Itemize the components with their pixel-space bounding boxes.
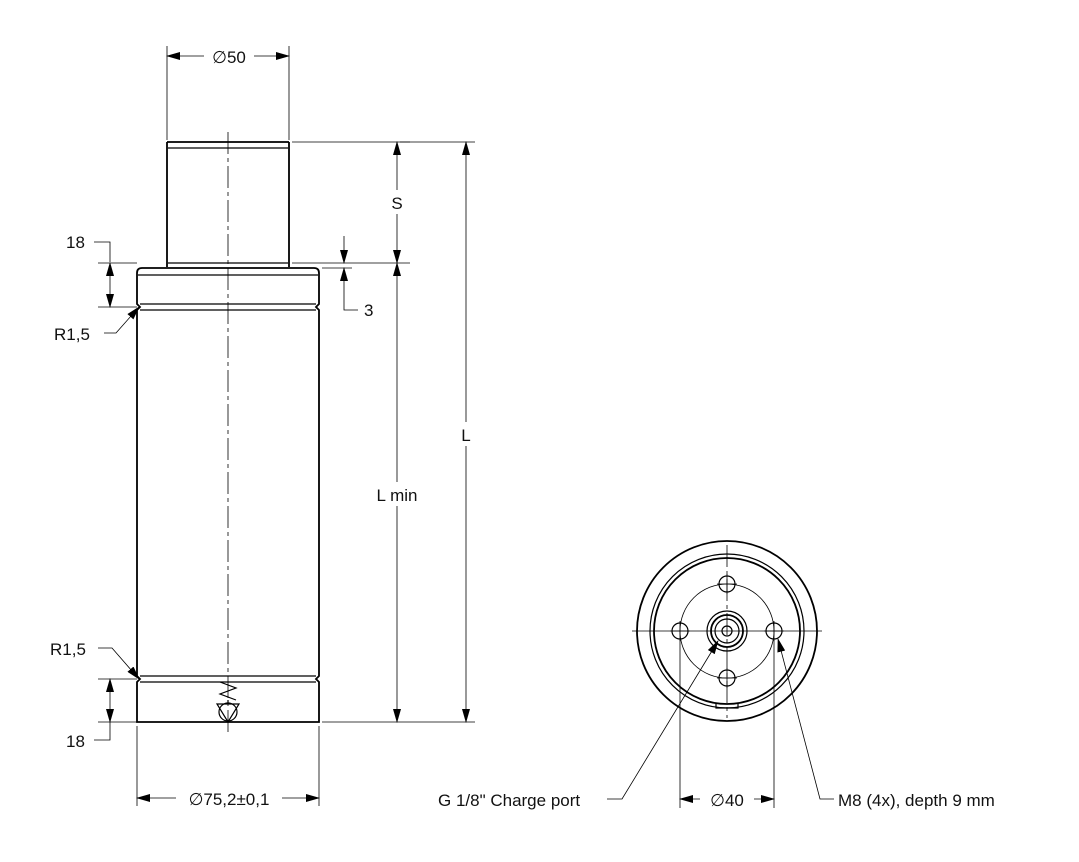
mounting-holes-callout: M8 (4x), depth 9 mm: [777, 638, 995, 810]
radius-top-callout: R1,5: [54, 306, 140, 344]
length-label: L: [461, 426, 470, 445]
collar-top-label: 18: [66, 233, 85, 252]
rod-diameter-label: ∅50: [212, 48, 246, 67]
charge-port-label: G 1/8" Charge port: [438, 791, 580, 810]
end-view: ∅40 G 1/8" Charge port M8 (4x), depth 9 …: [438, 540, 995, 810]
valve-symbol: [215, 681, 241, 724]
radius-bottom-label: R1,5: [50, 640, 86, 659]
dim-collar-top: 18: [66, 233, 137, 308]
dim-length-l: L: [322, 141, 475, 723]
bolt-circle-label: ∅40: [710, 791, 744, 810]
radius-top-label: R1,5: [54, 325, 90, 344]
stroke-label: S: [391, 194, 402, 213]
dim-body-diameter: ∅75,2±0,1: [136, 726, 320, 809]
radius-bottom-callout: R1,5: [50, 640, 140, 680]
mounting-hole-top: [717, 574, 737, 594]
dim-collar-bottom: 18: [66, 678, 137, 751]
side-view: ∅50 S 3 L L mi: [50, 46, 475, 809]
collar-bottom-label: 18: [66, 732, 85, 751]
dim-rod-diameter: ∅50: [166, 46, 290, 140]
mounting-hole-left: [670, 621, 690, 641]
charge-port: [706, 610, 748, 652]
dim-bolt-circle: ∅40: [679, 640, 775, 810]
charge-port-callout: G 1/8" Charge port: [438, 640, 719, 810]
groove-label: 3: [364, 301, 373, 320]
length-min-label: L min: [377, 486, 418, 505]
mounting-hole-bottom: [717, 668, 737, 688]
mounting-holes-label: M8 (4x), depth 9 mm: [838, 791, 995, 810]
mounting-hole-right: [764, 621, 784, 641]
body-diameter-label: ∅75,2±0,1: [189, 790, 270, 809]
dim-stroke: S: [292, 141, 410, 264]
dim-length-lmin: L min: [377, 262, 418, 723]
dim-groove-3: 3: [322, 236, 373, 320]
